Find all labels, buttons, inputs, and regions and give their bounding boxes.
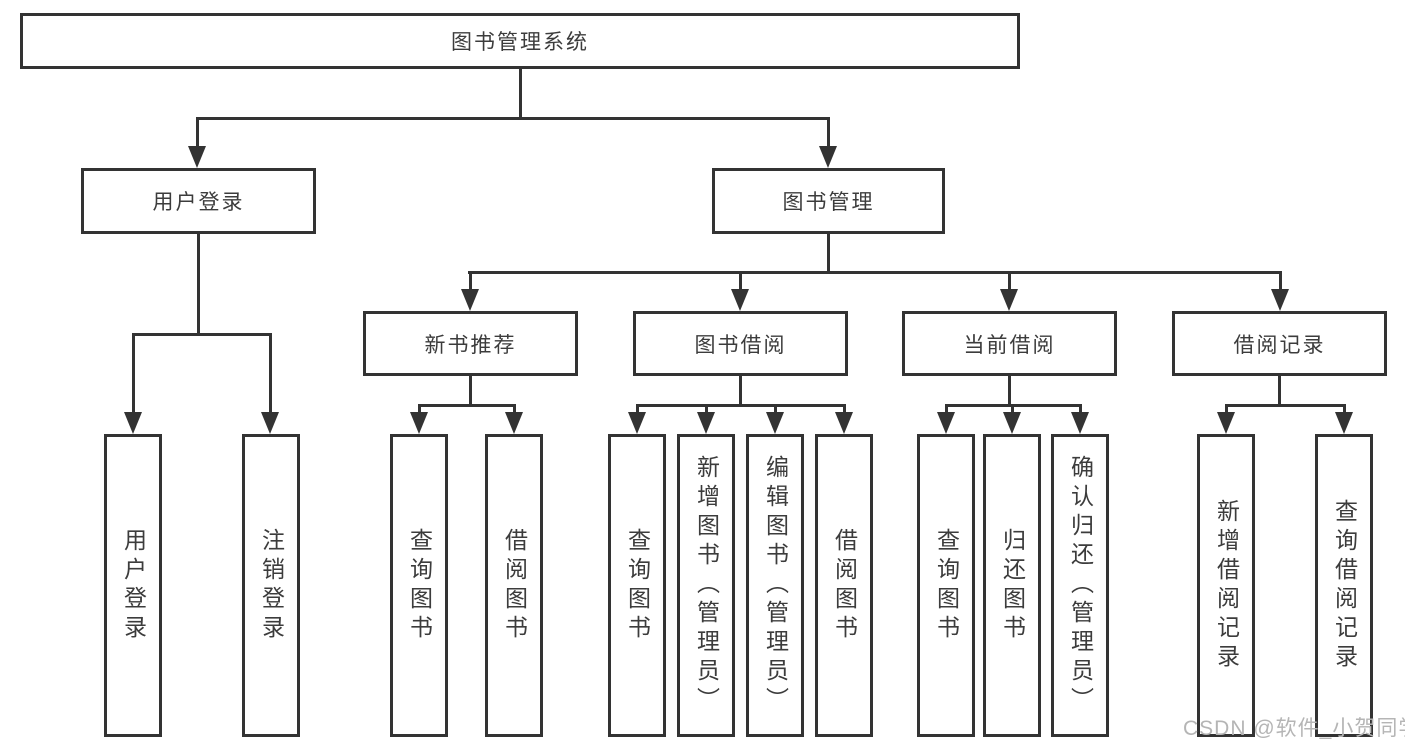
connector-user-login-stem [197, 234, 200, 335]
connector-book-mgmt-stem [827, 234, 830, 273]
connector-drop-logout-leaf [269, 333, 272, 413]
connector-drop-user-login [196, 117, 199, 149]
connector-drop [513, 404, 516, 414]
leaf-query-books-new: 查询图书 [390, 434, 448, 737]
arrow-down-icon [731, 289, 749, 311]
connector-drop-book-management [827, 117, 830, 149]
connector-book-mgmt-hline [468, 271, 1281, 274]
node-label: 图书管理 [782, 191, 875, 214]
arrow-down-icon [410, 412, 428, 434]
connector-drop [1225, 404, 1228, 414]
connector-root-stem [519, 69, 522, 119]
arrow-down-icon [1003, 412, 1021, 434]
leaf-user-login: 用户登录 [104, 434, 162, 737]
node-label: 借阅记录 [1233, 333, 1326, 357]
arrow-down-icon [937, 412, 955, 434]
node-user-login: 用户登录 [81, 168, 316, 234]
node-label: 图书借阅 [694, 333, 787, 357]
connector-borrow-records-stem [1278, 376, 1281, 406]
leaf-add-borrow-record: 新增借阅记录 [1197, 434, 1255, 737]
leaf-query-books-current: 查询图书 [917, 434, 975, 737]
arrow-down-icon [188, 146, 206, 168]
node-library-management-system: 图书管理系统 [20, 13, 1020, 69]
leaf-add-books-admin: 新增图书（管理员） [677, 434, 735, 737]
node-book-borrow: 图书借阅 [633, 311, 848, 376]
node-label: 图书管理系统 [451, 31, 589, 54]
connector-borrow-records-hline [1225, 404, 1346, 407]
connector-root-hline [196, 117, 830, 120]
connector-drop [705, 404, 708, 414]
leaf-borrow-books: 借阅图书 [815, 434, 873, 737]
connector-new-books-hline [418, 404, 516, 407]
arrow-down-icon [697, 412, 715, 434]
arrow-down-icon [1217, 412, 1235, 434]
arrow-down-icon [1000, 289, 1018, 311]
connector-user-login-hline [132, 333, 272, 336]
node-borrow-records: 借阅记录 [1172, 311, 1387, 376]
connector-current-borrow-stem [1008, 376, 1011, 406]
connector-drop [843, 404, 846, 414]
node-new-book-recommend: 新书推荐 [363, 311, 578, 376]
arrow-down-icon [1071, 412, 1089, 434]
connector-drop [418, 404, 421, 414]
connector-drop-new-books [469, 271, 472, 291]
arrow-down-icon [505, 412, 523, 434]
arrow-down-icon [628, 412, 646, 434]
leaf-return-books: 归还图书 [983, 434, 1041, 737]
connector-drop [774, 404, 777, 414]
connector-drop [636, 404, 639, 414]
leaf-borrow-books-new: 借阅图书 [485, 434, 543, 737]
leaf-query-borrow-record: 查询借阅记录 [1315, 434, 1373, 737]
connector-drop [945, 404, 948, 414]
leaf-query-books-borrow: 查询图书 [608, 434, 666, 737]
node-label: 用户登录 [152, 191, 245, 214]
connector-drop [1011, 404, 1014, 414]
leaf-edit-books-admin: 编辑图书（管理员） [746, 434, 804, 737]
node-label: 当前借阅 [963, 333, 1056, 357]
csdn-watermark: CSDN @软件_小贺同学 [1183, 717, 1405, 740]
node-label: 新书推荐 [424, 333, 517, 357]
connector-drop [1079, 404, 1082, 414]
arrow-down-icon [766, 412, 784, 434]
node-book-management: 图书管理 [712, 168, 945, 234]
arrow-down-icon [124, 412, 142, 434]
arrow-down-icon [1335, 412, 1353, 434]
leaf-confirm-return-admin: 确认归还（管理员） [1051, 434, 1109, 737]
node-current-borrow: 当前借阅 [902, 311, 1117, 376]
connector-drop-book-borrow [739, 271, 742, 291]
connector-drop-login-leaf [132, 333, 135, 413]
connector-new-books-stem [469, 376, 472, 406]
arrow-down-icon [819, 146, 837, 168]
connector-book-borrow-hline [636, 404, 846, 407]
leaf-logout: 注销登录 [242, 434, 300, 737]
arrow-down-icon [461, 289, 479, 311]
arrow-down-icon [835, 412, 853, 434]
connector-book-borrow-stem [739, 376, 742, 406]
connector-drop-current-borrow [1008, 271, 1011, 291]
arrow-down-icon [261, 412, 279, 434]
connector-drop [1343, 404, 1346, 414]
arrow-down-icon [1271, 289, 1289, 311]
connector-drop-borrow-records [1279, 271, 1282, 291]
